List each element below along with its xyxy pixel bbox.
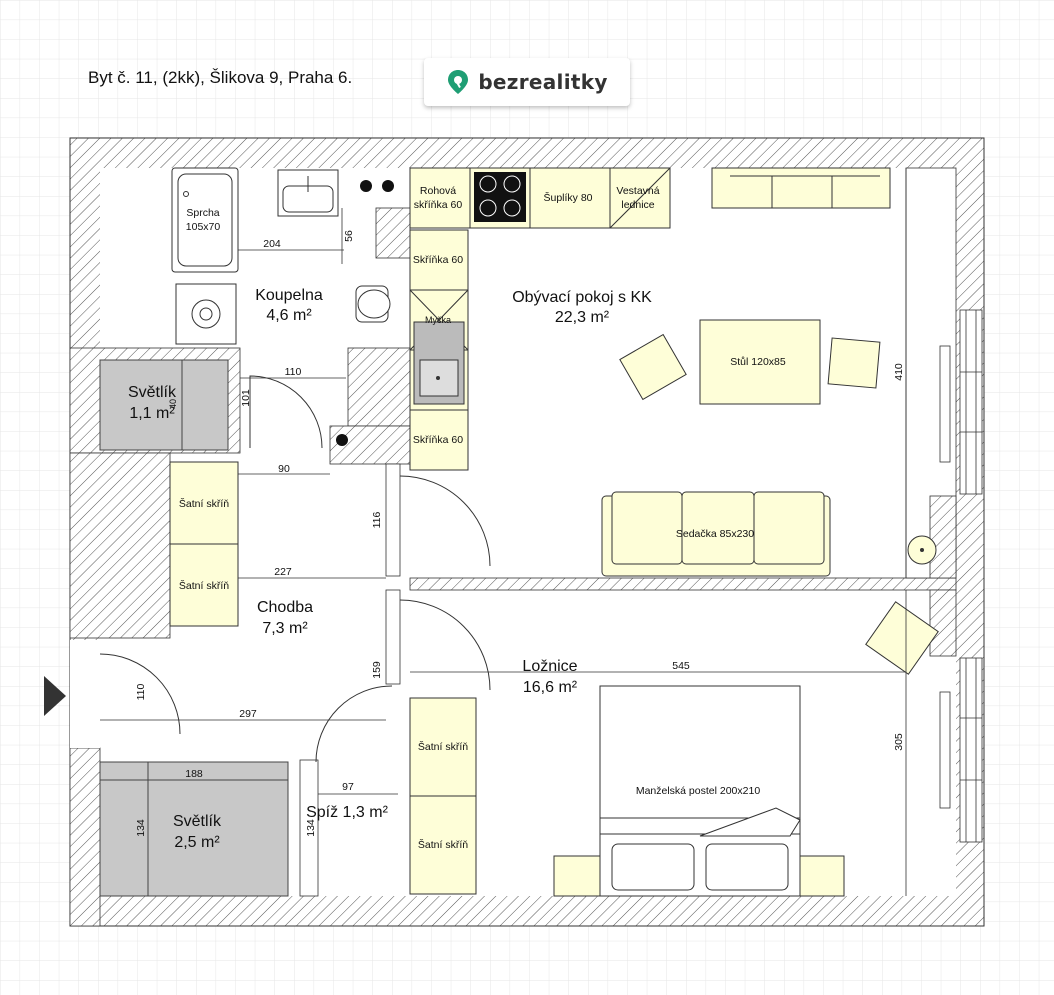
bed-label: Manželská postel 200x210 bbox=[636, 785, 760, 797]
wardrobes bbox=[169, 461, 477, 895]
lightwell-small-name: Světlík bbox=[128, 384, 177, 401]
chairs bbox=[619, 333, 939, 675]
dim-545: 545 bbox=[672, 660, 690, 672]
dim-410: 410 bbox=[893, 363, 905, 381]
bedroom-name: Ložnice bbox=[522, 658, 577, 675]
dim-56: 56 bbox=[343, 230, 355, 242]
pantry-label: Spíž 1,3 m² bbox=[306, 804, 388, 821]
dim-110-hall: 110 bbox=[135, 683, 147, 700]
dim-227: 227 bbox=[274, 566, 292, 578]
dim-297: 297 bbox=[239, 708, 257, 720]
cabinet-label-b: Skříňka 60 bbox=[413, 434, 463, 446]
lightwell-small-area: 1,1 m² bbox=[129, 405, 175, 422]
dim-204: 204 bbox=[263, 238, 281, 250]
dim-134-lightwell: 134 bbox=[135, 819, 147, 837]
entrance-arrow-icon bbox=[44, 676, 66, 716]
dim-110-bath: 110 bbox=[285, 366, 302, 378]
sofa bbox=[601, 491, 831, 577]
wardrobe-bed-label-2: Šatní skříň bbox=[418, 838, 468, 851]
table-label: Stůl 120x85 bbox=[730, 356, 786, 368]
dim-101: 101 bbox=[240, 389, 252, 407]
living-room-area: 22,3 m² bbox=[555, 309, 610, 326]
cabinet-label-a: Skříňka 60 bbox=[413, 254, 463, 266]
wardrobe-hall-label-1: Šatní skříň bbox=[179, 497, 229, 510]
dimension-lines bbox=[100, 168, 907, 896]
location-pin-icon bbox=[448, 70, 469, 94]
wall-cabinets bbox=[711, 167, 891, 209]
fridge-label-2: lednice bbox=[621, 199, 654, 211]
bedroom-area: 16,6 m² bbox=[523, 679, 578, 696]
hall-area: 7,3 m² bbox=[262, 620, 308, 637]
bathroom-fixtures bbox=[171, 167, 391, 345]
lightwell-large bbox=[99, 761, 289, 897]
hob-icon bbox=[336, 180, 394, 446]
fridge-label-1: Vestavná bbox=[616, 185, 659, 197]
dim-159: 159 bbox=[371, 661, 383, 679]
dim-305: 305 bbox=[893, 733, 905, 751]
bathroom-name: Koupelna bbox=[255, 287, 323, 304]
windows bbox=[939, 309, 983, 843]
bed bbox=[553, 685, 845, 897]
wardrobe-hall-label-2: Šatní skříň bbox=[179, 579, 229, 592]
hall-name: Chodba bbox=[257, 599, 313, 616]
dim-97: 97 bbox=[342, 781, 354, 793]
dim-134-pantry: 134 bbox=[305, 819, 317, 837]
shower-label: Sprcha bbox=[186, 207, 219, 219]
dim-188: 188 bbox=[185, 768, 203, 780]
dim-90: 90 bbox=[278, 463, 290, 475]
lightwell-large-area: 2,5 m² bbox=[174, 834, 220, 851]
sofa-label: Sedačka 85x230 bbox=[676, 528, 754, 540]
lightwell-large-name: Světlík bbox=[173, 813, 222, 830]
page-title: Byt č. 11, (2kk), Šlikova 9, Praha 6. bbox=[88, 68, 353, 87]
bathroom-area: 4,6 m² bbox=[266, 307, 312, 324]
dim-40: 40 bbox=[168, 399, 178, 409]
dining-table bbox=[699, 319, 821, 405]
corner-cabinet-label-1: Rohová bbox=[420, 185, 456, 197]
shower-size: 105x70 bbox=[186, 221, 221, 233]
dim-116: 116 bbox=[371, 511, 383, 528]
dishwasher-label: Myčka bbox=[425, 315, 451, 325]
wardrobe-bed-label-1: Šatní skříň bbox=[418, 740, 468, 753]
living-room-name: Obývací pokoj s KK bbox=[512, 289, 652, 306]
drawers-label: Šuplíky 80 bbox=[543, 191, 592, 204]
logo-text: bezrealitky bbox=[478, 70, 608, 94]
bezrealitky-logo[interactable]: bezrealitky bbox=[424, 58, 630, 106]
corner-cabinet-label-2: skříňka 60 bbox=[414, 199, 463, 211]
lightwell-small bbox=[99, 359, 229, 451]
